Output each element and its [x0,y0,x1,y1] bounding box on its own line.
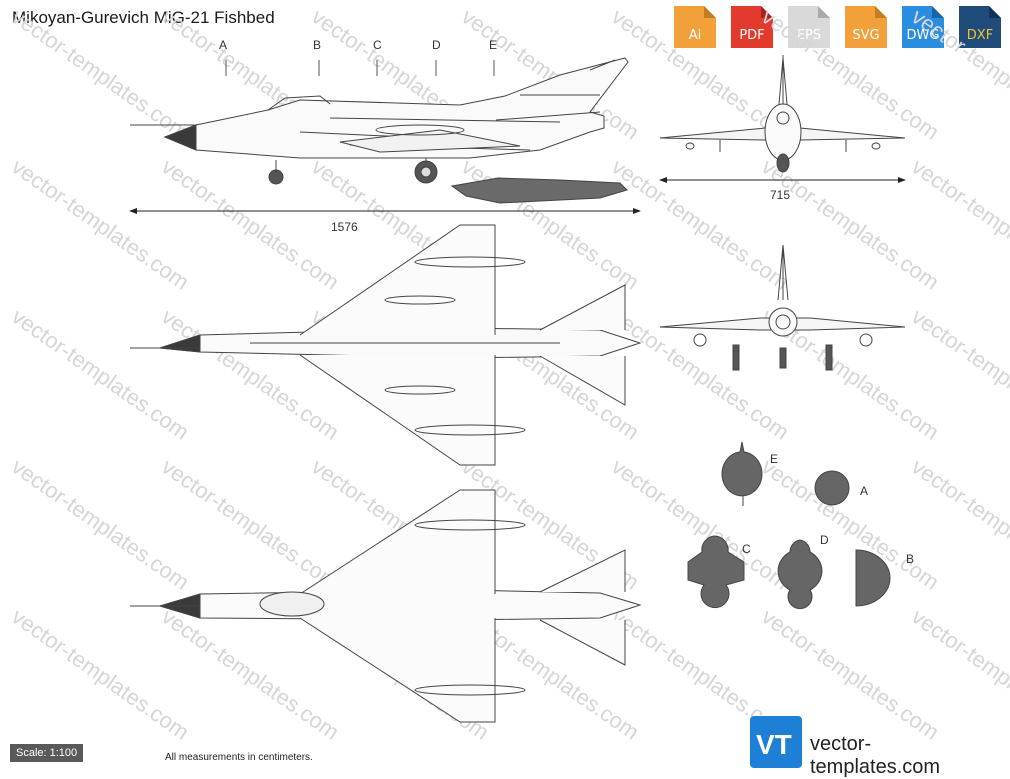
bottom-view [130,489,642,723]
brand-logo-icon: VT [750,716,802,768]
format-svg-label: SVG [852,28,880,43]
section-b-shape [855,549,891,607]
format-dwg-badge[interactable]: DWG [898,4,948,50]
section-d-shape [777,539,823,610]
measurement-note: All measurements in centimeters. [165,752,313,763]
cross-section-label-c: C [742,542,751,556]
brand-block[interactable]: VT vector-templates.com [750,716,1000,778]
format-ai-badge[interactable]: Ai [670,4,720,50]
file-svg-icon [845,6,887,48]
format-ai-label: Ai [688,28,702,43]
file-dxf-icon [959,6,1001,48]
cross-section-label-a: A [860,484,869,498]
format-eps-label: EPS [796,28,822,43]
page-title: Mikoyan-Gurevich MiG-21 Fishbed [12,8,275,27]
format-pdf-badge[interactable]: PDF [727,4,777,50]
svg-text:VT: VT [756,729,792,760]
cross-section-label-d: D [820,533,829,547]
section-marker-b: B [313,38,322,52]
section-ticks [225,60,495,76]
section-marker-c: C [373,38,382,52]
format-badges: Ai PDF EPS SVG DWG DXF [670,4,1005,50]
length-dimension-label: 1576 [331,220,358,234]
section-a-shape [814,470,850,506]
section-c-shape [687,535,745,609]
section-marker-d: D [432,38,441,52]
file-ai-icon [674,6,716,48]
section-e-shape [721,441,763,497]
cross-section-label-e: E [770,452,779,466]
cross-section-label-b: B [906,552,915,566]
rear-view [659,244,906,371]
format-svg-badge[interactable]: SVG [841,4,891,50]
scale-label: Scale: 1:100 [10,744,84,762]
cross-sections [687,441,891,610]
format-dwg-label: DWG [906,28,940,43]
format-pdf-label: PDF [739,28,765,43]
top-view [130,224,642,466]
brand-name: vector-templates.com [810,733,941,778]
section-marker-e: E [489,38,498,52]
side-view [130,57,629,204]
format-dxf-badge[interactable]: DXF [955,4,1005,50]
section-marker-a: A [219,38,228,52]
format-eps-badge[interactable]: EPS [784,4,834,50]
file-dwg-icon [902,6,944,48]
front-view [659,55,906,173]
wingspan-dimension-label: 715 [770,188,791,202]
file-eps-icon [788,6,830,48]
format-dxf-label: DXF [966,28,994,43]
file-pdf-icon [731,6,773,48]
